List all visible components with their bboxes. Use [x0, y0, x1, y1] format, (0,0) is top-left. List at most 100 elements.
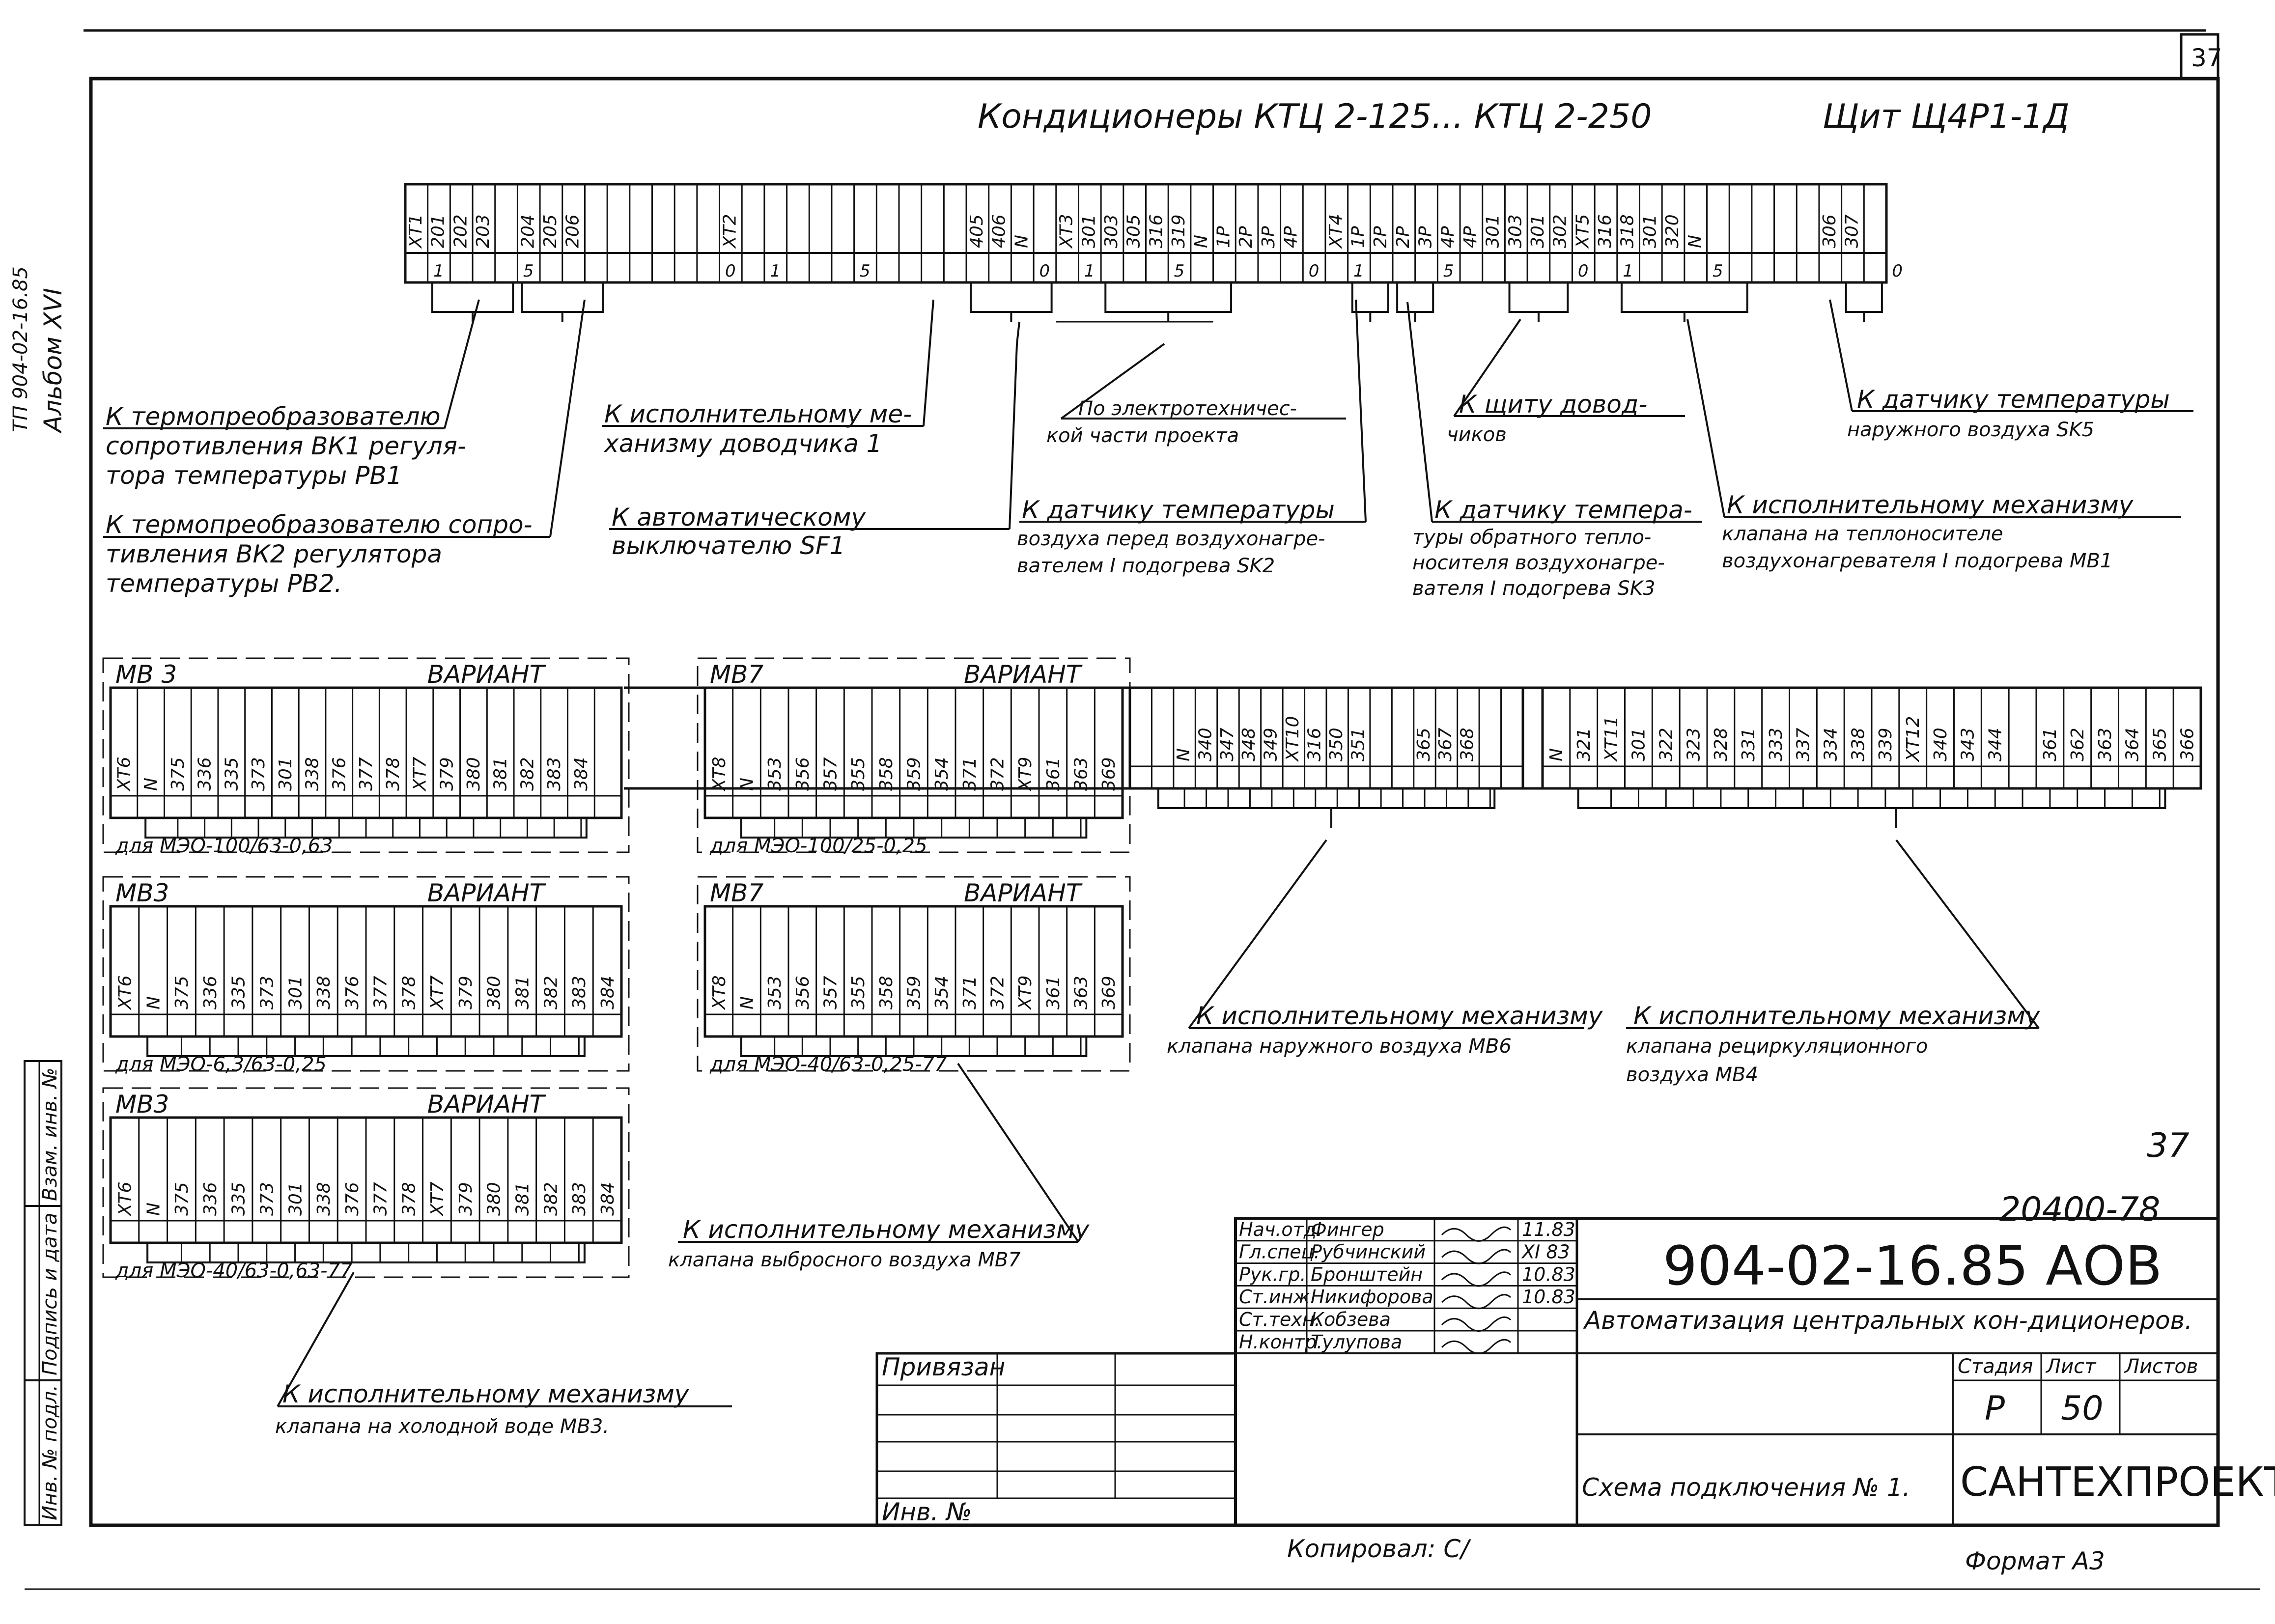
block-terminal-label: N	[143, 1203, 164, 1216]
top-terminal-count: 0	[1892, 261, 1903, 281]
block-terminal-label: ХТ7	[427, 975, 448, 1010]
block-terminal-label: 322	[1657, 728, 1677, 761]
block-terminal-label: 301	[285, 976, 306, 1009]
top-terminal-label: 306	[1820, 214, 1840, 248]
top-terminal-label: 201	[428, 214, 449, 248]
block-terminal-label: 321	[1574, 728, 1594, 761]
block-terminal-label: 336	[200, 976, 221, 1009]
block-terminal-label: 371	[960, 976, 980, 1009]
block-terminal-label: 357	[820, 757, 841, 791]
block-terminal-label: N	[141, 778, 161, 791]
block-variant: ВАРИАНТ	[964, 660, 1083, 689]
block-terminal-label: 384	[598, 976, 618, 1009]
annot-sk5-line2: наружного воздуха SK5	[1847, 419, 2094, 441]
block-terminal-label: 384	[571, 757, 591, 791]
block-terminal-label: 383	[569, 976, 590, 1009]
block-terminal-label: 369	[1099, 757, 1119, 791]
top-terminal-label: 303	[1101, 214, 1122, 248]
top-terminal-count: 5	[860, 261, 871, 281]
block-variant: ВАРИАНТ	[964, 879, 1083, 907]
annot-mv6-line2: клапана наружного воздуха МВ6	[1167, 1035, 1512, 1058]
signer-name: Никифорова	[1311, 1286, 1433, 1308]
block-terminal-label: 333	[1766, 728, 1786, 761]
top-terminal-label: 4Р	[1460, 226, 1481, 248]
block-terminal-label: 375	[172, 1182, 192, 1216]
block-terminal-label: 372	[987, 976, 1008, 1009]
sheets-label: Листов	[2124, 1355, 2198, 1378]
annot-mv7-line2: клапана выбросного воздуха МВ7	[668, 1249, 1021, 1271]
side-note-standard: ТП 904-02-16.85	[9, 266, 32, 432]
block-terminal-label: 338	[303, 757, 323, 791]
annot-mv3-line1: К исполнительному механизму	[282, 1380, 690, 1408]
annot-sk5-line1: К датчику температуры	[1857, 385, 2170, 414]
top-terminal-label: 2Р	[1393, 226, 1413, 248]
strip-signature-date: Подпись и дата	[39, 1213, 61, 1375]
block-terminal-label: 323	[1684, 728, 1704, 761]
annot-doser-panel-line1: К щиту довод-	[1459, 390, 1647, 419]
block-terminal-label: 335	[229, 976, 249, 1009]
block-terminal-label: 363	[2095, 728, 2115, 761]
top-terminal-label: 301	[1483, 214, 1503, 248]
block-terminal-label: 378	[399, 976, 419, 1009]
block-terminal-label: 353	[765, 976, 785, 1009]
top-terminal-label: 3Р	[1416, 226, 1436, 248]
block-terminal-label: ХТ7	[410, 756, 430, 792]
block-terminal-label: 381	[491, 757, 511, 791]
block-terminal-label: 378	[399, 1182, 419, 1216]
annot-mv7-line1: К исполнительному механизму	[683, 1215, 1090, 1244]
project-description: Автоматизация центральных кон-диционеров…	[1583, 1306, 2192, 1335]
annot-bk2-line2: тивления ВК2 регулятора	[106, 540, 442, 568]
block-terminal-label: 339	[1876, 728, 1896, 761]
svg-text:К датчику темпера-туры обратно: К датчику темпера-туры обратного тепло-н…	[1412, 496, 1692, 600]
signer-name: Бронштейн	[1311, 1263, 1423, 1285]
top-terminal-label: 301	[1528, 214, 1548, 248]
block-terminal-label: 376	[329, 757, 349, 791]
top-terminal-count: 5	[1713, 261, 1723, 281]
block-terminal-label: 382	[541, 1182, 561, 1216]
block-terminal-label: 351	[1348, 728, 1368, 761]
top-terminal-label: 204	[518, 214, 538, 248]
top-terminal-label: N	[1685, 235, 1705, 248]
block-terminal-label: 377	[371, 1182, 391, 1216]
block-terminal-label: 301	[1629, 728, 1649, 761]
diagram-title: Кондиционеры КТЦ 2-125... КТЦ 2-250	[978, 97, 1652, 136]
annot-bk1-line2: сопротивления ВК1 регуля-	[106, 432, 466, 460]
block-terminal-label: 344	[1986, 728, 2006, 761]
signature-scribble	[1441, 1226, 1512, 1242]
block-terminal-label: 340	[1195, 728, 1215, 761]
block-terminal-label: 336	[200, 1182, 221, 1216]
stage-label: Стадия	[1958, 1355, 2033, 1378]
block-terminal-label: 301	[285, 1182, 306, 1216]
annot-sk2-line1: К датчику температуры	[1022, 496, 1335, 524]
block-terminal-label: ХТ9	[1015, 975, 1036, 1010]
block-terminal-label: 343	[1958, 728, 1978, 761]
annot-mv3-line2: клапана на холодной воде МВ3.	[275, 1415, 609, 1438]
top-terminal-label: 2Р	[1236, 226, 1256, 248]
block-terminal-label: ХТ12	[1903, 716, 1923, 762]
block-variant: ВАРИАНТ	[427, 879, 546, 907]
top-terminal-count: 0	[725, 261, 736, 281]
top-terminal-label: 406	[989, 214, 1010, 248]
svg-text:По электротехничес-кой части п: По электротехничес-кой части проекта	[1046, 397, 1297, 447]
annot-mv4-line1: К исполнительному механизму	[1633, 1002, 2041, 1030]
block-terminal-label: 379	[456, 1182, 476, 1216]
paper-format: Формат А3	[1965, 1547, 2105, 1575]
leader-lines	[103, 299, 2193, 538]
annot-mv4-line2: клапана рециркуляционного	[1626, 1035, 1928, 1058]
top-terminal-count: 0	[1039, 261, 1050, 281]
page-number-box	[2180, 33, 2219, 80]
block-terminal-label: 331	[1739, 728, 1759, 761]
top-terminal-label: 307	[1842, 214, 1862, 248]
annot-sf1-line1: К автоматическому	[612, 503, 867, 532]
